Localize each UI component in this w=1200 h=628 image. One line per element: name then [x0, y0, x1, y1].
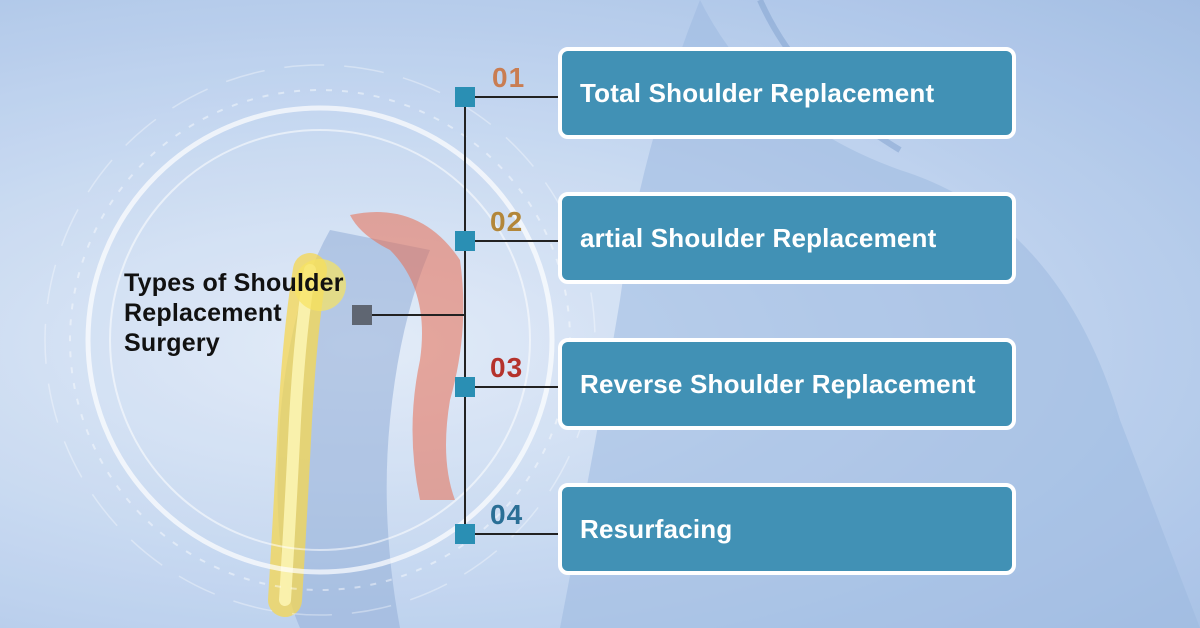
item-node-3	[455, 377, 475, 397]
item-connector-1	[475, 96, 560, 98]
item-number-1: 01	[492, 62, 526, 93]
item-connector-2	[475, 240, 560, 242]
item-node-4	[455, 524, 475, 544]
item-label-1: Total Shoulder Replacement	[580, 78, 935, 108]
item-box-4: Resurfacing	[558, 483, 1016, 575]
diagram-title: Types of Shoulder Replacement Surgery	[124, 269, 344, 357]
item-label-2: artial Shoulder Replacement	[580, 223, 937, 253]
item-node-2	[455, 231, 475, 251]
item-number-3: 03	[490, 352, 524, 383]
item-connector-3	[475, 386, 560, 388]
item-box-3: Reverse Shoulder Replacement	[558, 338, 1016, 430]
center-node	[352, 305, 372, 325]
item-node-1	[455, 87, 475, 107]
center-connector	[372, 314, 465, 316]
item-label-3: Reverse Shoulder Replacement	[580, 369, 976, 399]
item-box-2: artial Shoulder Replacement	[558, 192, 1016, 284]
item-connector-4	[475, 533, 560, 535]
item-label-4: Resurfacing	[580, 514, 733, 544]
vertical-spine	[464, 96, 466, 533]
item-box-1: Total Shoulder Replacement	[558, 47, 1016, 139]
item-number-2: 02	[490, 206, 524, 237]
item-number-4: 04	[490, 499, 524, 530]
